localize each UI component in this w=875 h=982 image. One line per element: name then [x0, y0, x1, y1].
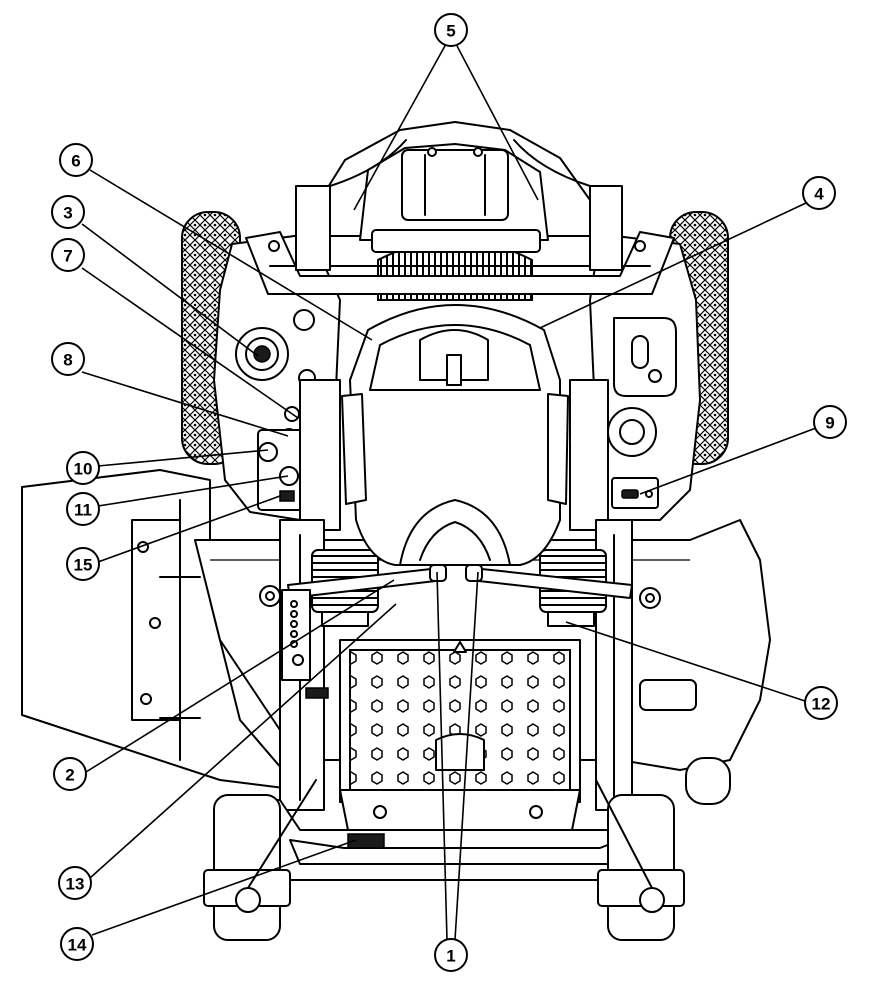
svg-text:13: 13	[66, 875, 85, 894]
svg-text:9: 9	[825, 414, 834, 433]
callout-4: 4	[803, 177, 835, 209]
callout-13: 13	[59, 867, 91, 899]
svg-text:2: 2	[65, 766, 74, 785]
callout-9: 9	[814, 406, 846, 438]
callout-5: 5	[435, 14, 467, 46]
engine	[320, 122, 600, 300]
callout-15: 15	[67, 548, 99, 580]
callout-8: 8	[52, 343, 84, 375]
svg-text:3: 3	[63, 204, 72, 223]
callout-3: 3	[52, 196, 84, 228]
svg-text:8: 8	[63, 351, 72, 370]
svg-text:6: 6	[71, 152, 80, 171]
svg-text:14: 14	[68, 936, 87, 955]
callout-6: 6	[60, 144, 92, 176]
svg-text:5: 5	[446, 22, 455, 41]
foot-platform	[340, 640, 580, 830]
callout-1: 1	[435, 939, 467, 971]
svg-text:7: 7	[63, 247, 72, 266]
svg-text:10: 10	[74, 460, 93, 479]
svg-text:15: 15	[74, 556, 93, 575]
svg-text:4: 4	[814, 185, 824, 204]
callout-2: 2	[54, 758, 86, 790]
svg-text:12: 12	[812, 695, 831, 714]
seat	[342, 305, 568, 565]
svg-text:11: 11	[74, 501, 92, 520]
svg-text:1: 1	[446, 947, 455, 966]
callout-14: 14	[61, 928, 93, 960]
callout-10: 10	[67, 452, 99, 484]
callout-7: 7	[52, 239, 84, 271]
callout-11: 11	[67, 493, 99, 525]
callout-12: 12	[805, 687, 837, 719]
